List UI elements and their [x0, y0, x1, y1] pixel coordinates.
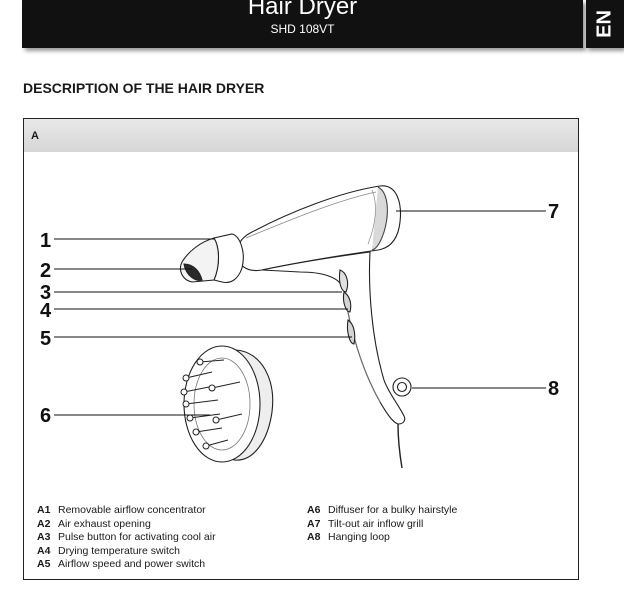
- callout-2: 2: [40, 260, 51, 282]
- product-title: Hair Dryer: [247, 0, 358, 20]
- callout-5: 5: [40, 328, 51, 350]
- callout-4: 4: [40, 300, 52, 322]
- figure-panel: A: [23, 118, 579, 580]
- callout-6: 6: [40, 405, 51, 427]
- diffuser-prongs: [180, 358, 243, 450]
- figure-label: A: [31, 130, 39, 142]
- model-number: SHD 108VT: [270, 22, 335, 36]
- dryer-body: [179, 185, 412, 469]
- language-tab: EN: [586, 0, 624, 48]
- page-header: Hair Dryer SHD 108VT: [22, 0, 583, 48]
- diffuser-attachment: [180, 345, 274, 463]
- section-heading: DESCRIPTION OF THE HAIR DRYER: [23, 80, 265, 96]
- callout-7: 7: [548, 201, 559, 223]
- callout-1: 1: [40, 230, 51, 252]
- callout-8: 8: [548, 378, 559, 400]
- figure-header-band: [24, 119, 578, 152]
- callout-leader-lines: [54, 210, 546, 416]
- callout-3: 3: [40, 282, 51, 304]
